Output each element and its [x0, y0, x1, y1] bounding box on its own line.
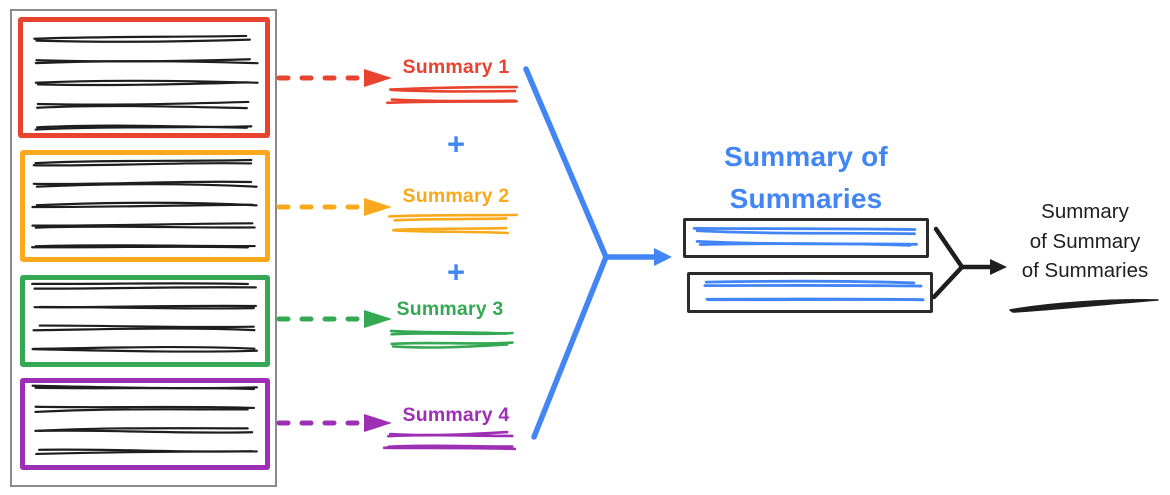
summary-1-scribble — [385, 98, 519, 105]
summary-1-scribble — [388, 85, 519, 93]
summary-2-label: Summary 2 — [402, 185, 510, 207]
arrowhead-icon — [364, 198, 392, 216]
final-summary-scribble — [1009, 299, 1159, 313]
dashed-arrow-1 — [276, 69, 392, 87]
document-1-box — [18, 17, 270, 138]
documents-container-box — [10, 9, 277, 487]
dashed-arrow-3 — [276, 310, 392, 328]
arrowhead-icon — [364, 414, 392, 432]
plus-sign-1: + — [446, 126, 466, 162]
merge-funnel-arrow — [523, 66, 672, 440]
summary-3-scribble — [390, 341, 514, 349]
document-4-box — [20, 378, 270, 470]
summary-3-scribble — [389, 329, 514, 336]
final-label-line-3: of Summaries — [1021, 259, 1149, 282]
arrowhead-icon — [364, 69, 392, 87]
dashed-arrow-2 — [276, 198, 392, 216]
summary-1-label: Summary 1 — [402, 56, 510, 78]
summary-4-label: Summary 4 — [402, 404, 510, 426]
summary-2-scribble — [387, 213, 519, 222]
final-label-line-2: of Summary — [1029, 229, 1141, 253]
collect-bracket-arrow — [931, 226, 1007, 300]
dashed-arrow-4 — [276, 414, 392, 432]
summary-of-summaries-box-2 — [687, 272, 933, 313]
summary-4-scribble — [386, 430, 514, 438]
document-2-box — [20, 150, 270, 262]
summary-3-label: Summary 3 — [396, 298, 504, 320]
summary-of-summaries-title: Summary of Summaries — [683, 136, 929, 220]
summary-of-summaries-box-1 — [683, 218, 929, 258]
sos-title-line-1: Summary of — [724, 141, 888, 172]
plus-sign-2: + — [446, 254, 466, 290]
summary-2-scribble — [391, 226, 510, 235]
final-label-line-1: Summary — [1041, 200, 1129, 223]
final-summary-label: Summary of Summary of Summaries — [1000, 197, 1170, 286]
arrowhead-icon — [364, 310, 392, 328]
sos-title-line-2: Summaries — [729, 183, 883, 214]
document-3-box — [20, 275, 270, 367]
summary-4-scribble — [382, 444, 517, 451]
arrowhead-icon — [654, 248, 672, 266]
